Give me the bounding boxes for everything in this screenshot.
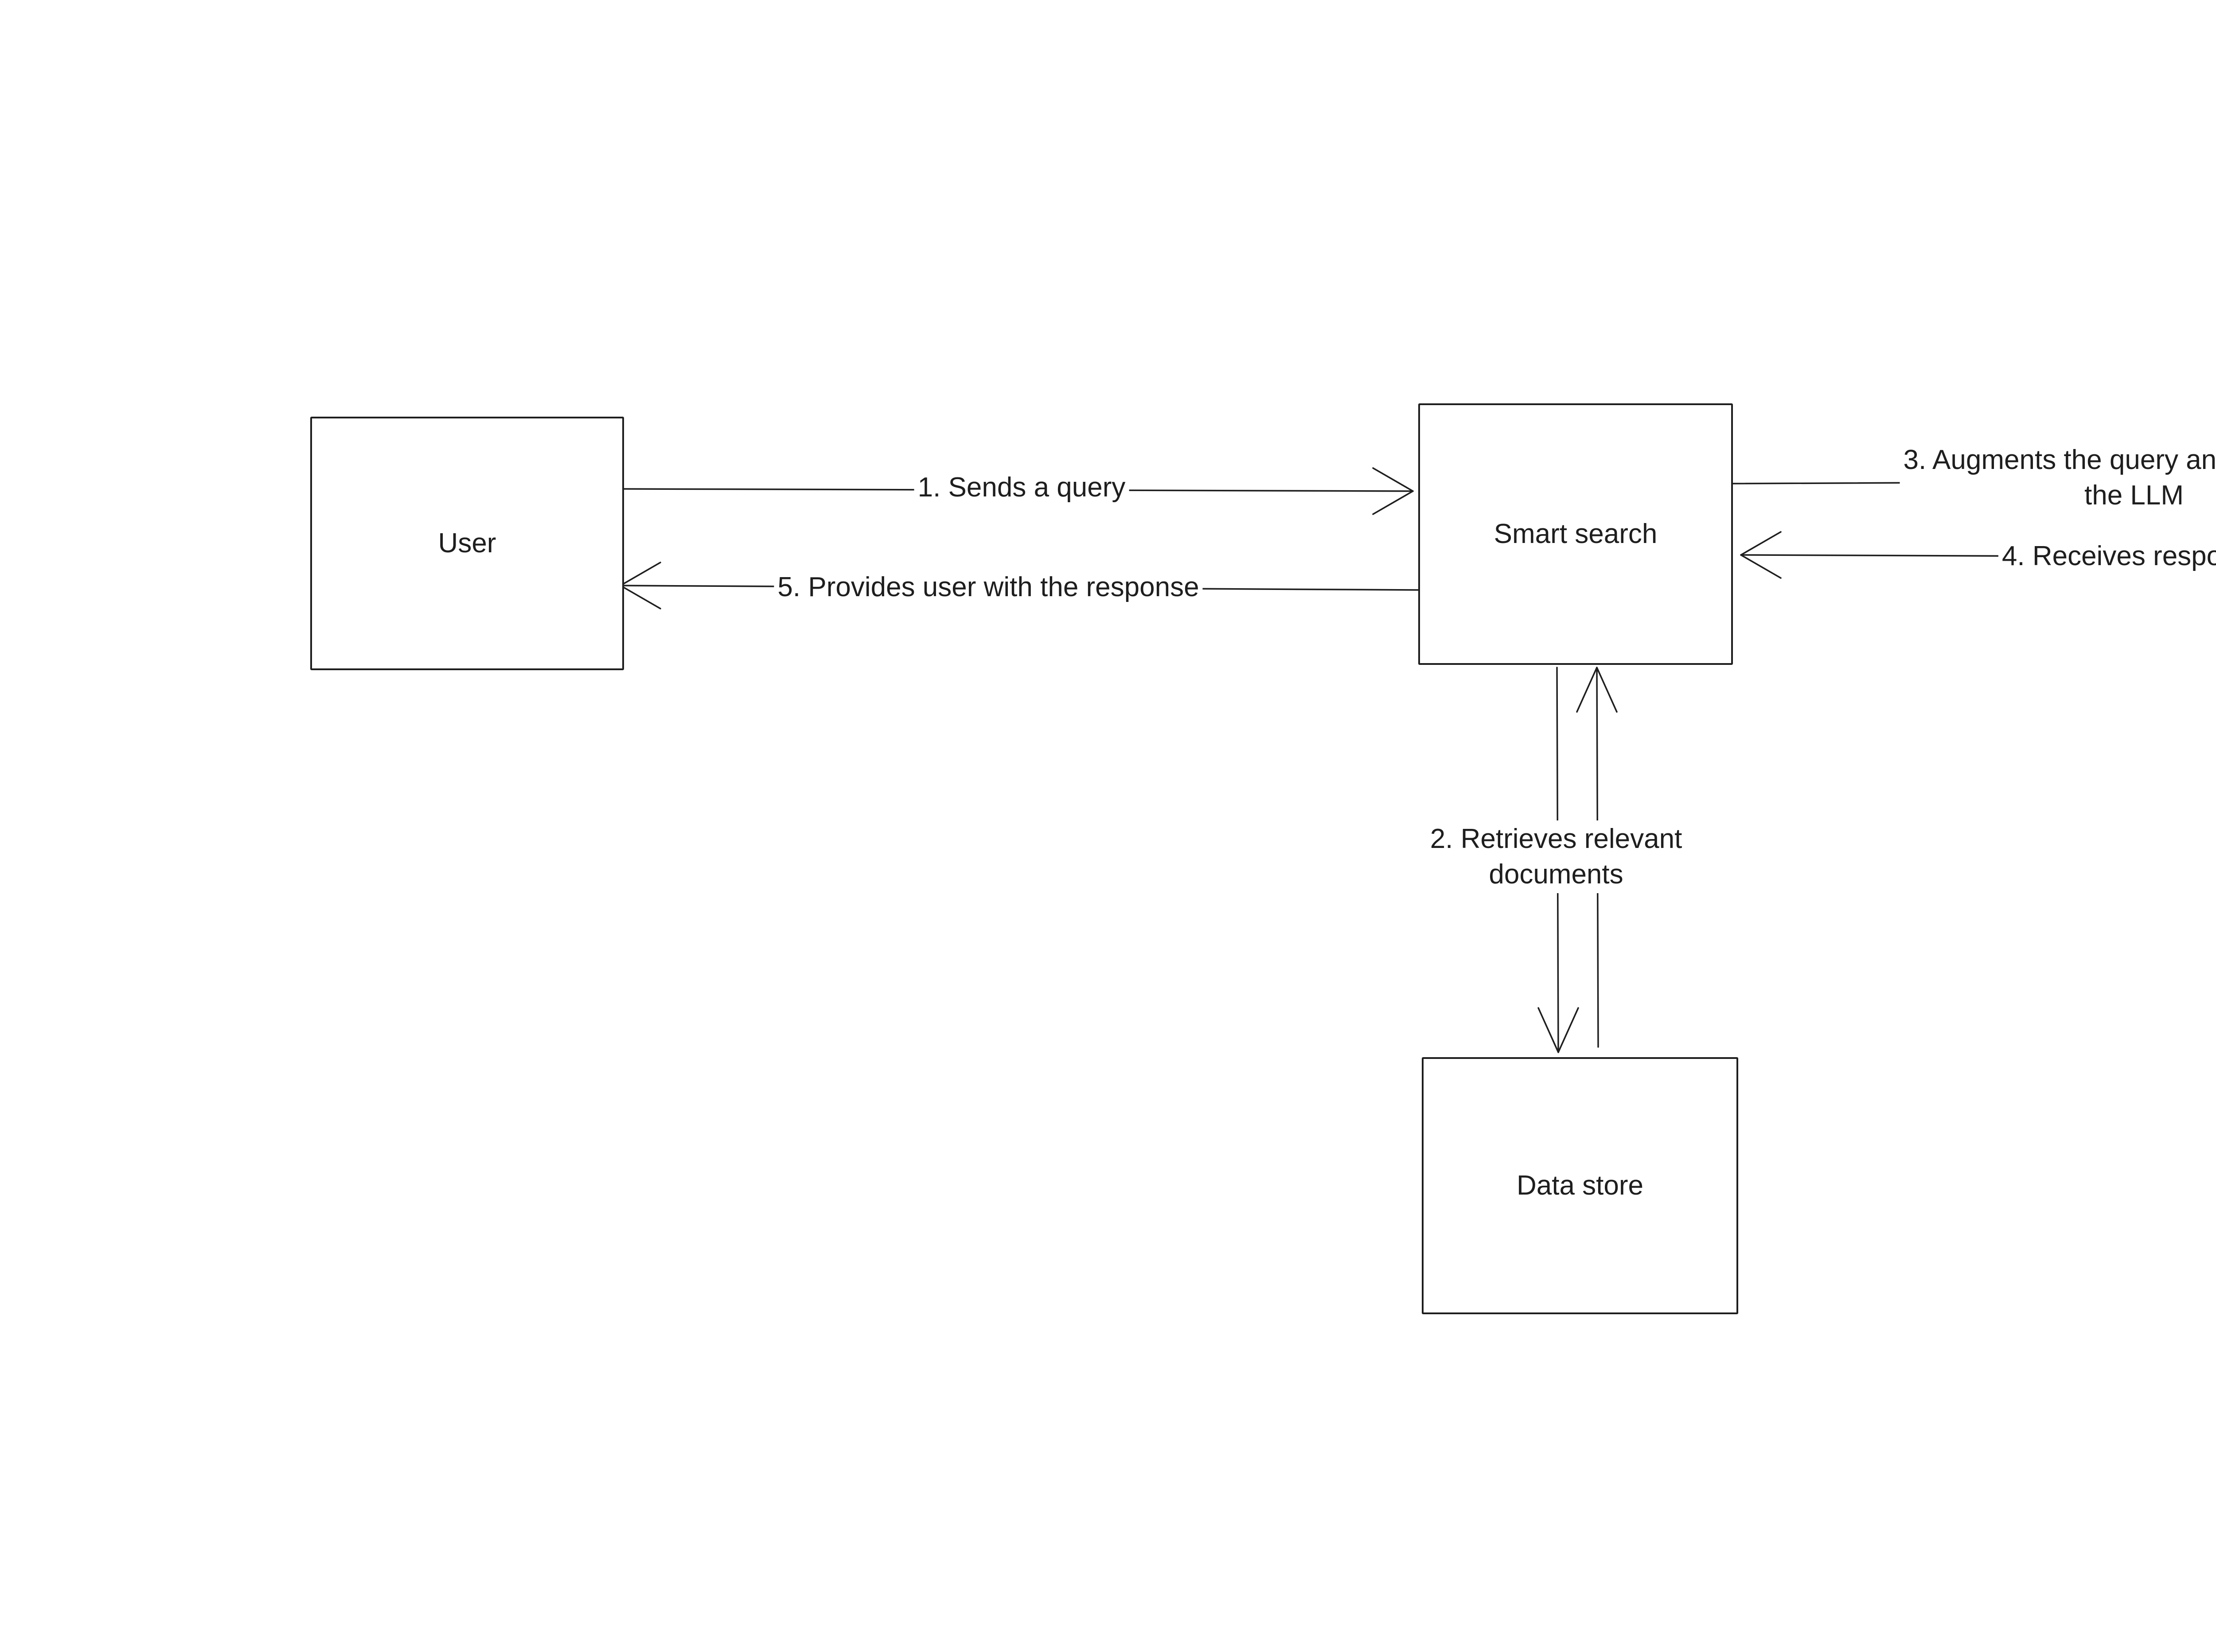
edge-label-augments-query-line1: 3. Augments the query and sends it to [1903, 445, 2216, 475]
edge-label-retrieves-documents-line1: 2. Retrieves relevant [1430, 824, 1682, 854]
edge-label-provides-response: 5. Provides user with the response [774, 569, 1203, 606]
node-data-store: Data store [1422, 1057, 1738, 1314]
arrowhead-right-icon [1372, 467, 1414, 515]
arrowhead-up-icon [1576, 667, 1618, 713]
arrowhead-down-icon [1537, 1007, 1579, 1053]
node-data-store-label: Data store [1516, 1170, 1644, 1201]
edge-label-receives-response: 4. Receives response [1998, 538, 2216, 575]
arrowhead-left-icon [1740, 531, 1782, 579]
node-user-label: User [438, 527, 496, 558]
node-user: User [310, 417, 624, 670]
node-smart-search: Smart search [1418, 403, 1733, 665]
edge-label-augments-query-line2: the LLM [2084, 480, 2184, 511]
edge-label-augments-query: 3. Augments the query and sends it to th… [1900, 441, 2216, 514]
node-smart-search-label: Smart search [1494, 518, 1658, 549]
edge-label-retrieves-documents-line2: documents [1489, 859, 1623, 890]
edge-label-retrieves-documents: 2. Retrieves relevant documents [1426, 820, 1686, 893]
edge-label-sends-query: 1. Sends a query [914, 469, 1129, 506]
